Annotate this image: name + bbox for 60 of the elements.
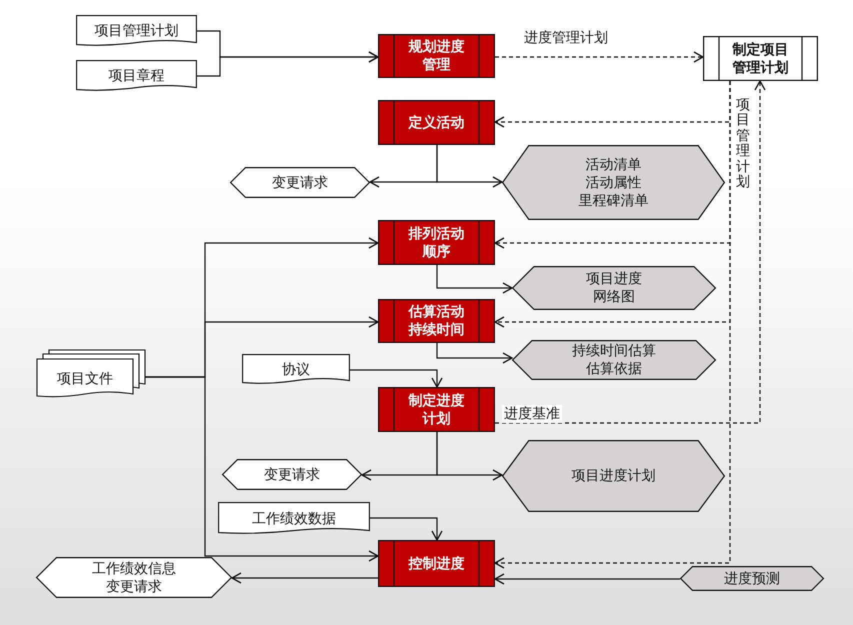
node-text: 项目章程 [108,67,164,85]
node-text: 工作绩效信息 [92,560,176,578]
node-text: 控制进度 [408,554,464,572]
node-text: 制定项目管理计划 [731,40,790,76]
edge-label: 进度基准 [502,405,562,423]
output-hexagon [680,566,824,591]
node-text: 排列活动顺序 [407,224,466,260]
node-text: 活动属性 [586,174,642,192]
output-hexagon [230,167,370,198]
node-text: 里程碑清单 [578,192,648,210]
arrow [495,80,766,424]
node-text: 变更请求 [264,466,320,484]
process-box [703,36,818,81]
output-hexagon [512,266,716,310]
node-text: 协议 [282,360,310,378]
node-text: 工作绩效数据 [252,510,336,528]
output-hexagon [502,145,725,220]
node-text: 估算依据 [586,360,642,378]
process-box [378,100,495,145]
arrow [436,145,503,188]
process-box [378,540,495,587]
document-box [242,354,350,385]
arrow [350,369,443,388]
process-box [378,387,495,432]
node-text: 估算活动持续时间 [407,303,466,339]
node-text: 项目文件 [57,370,113,388]
arrow [494,81,731,569]
node-text: 项目进度计划 [572,467,656,485]
arrow [495,51,704,63]
arrow [370,517,443,541]
arrow [231,572,378,584]
node-text: 项目管理计划 [94,22,178,40]
document-box [218,502,370,535]
output-hexagon [502,440,725,512]
node-text: 活动清单 [586,156,642,174]
arrow [436,432,503,481]
node-text: 规划进度管理 [407,38,466,74]
document-box [76,15,197,47]
node-text: 项目进度网络图 [585,270,643,306]
process-box [378,220,495,265]
arrow [436,265,513,294]
node-text: 制定进度计划 [407,392,466,428]
node-text: 变更请求 [272,174,328,192]
arrow [494,573,680,585]
vertical-label: 项目管理计划 [736,98,750,190]
output-hexagon [222,459,362,490]
arrow [436,343,513,364]
node-text: 变更请求 [106,578,162,596]
arrow [197,51,379,77]
output-hexagon [512,340,716,380]
node-text: 进度预测 [724,570,780,588]
process-box [378,34,495,78]
edge-label: 进度管理计划 [522,29,610,47]
process-box [378,299,495,343]
documents-stack [37,350,145,398]
arrow [145,376,379,562]
node-text: 定义活动 [408,114,464,132]
output-hexagon [36,557,232,598]
node-text: 持续时间估算 [572,342,656,360]
document-box [76,60,197,92]
